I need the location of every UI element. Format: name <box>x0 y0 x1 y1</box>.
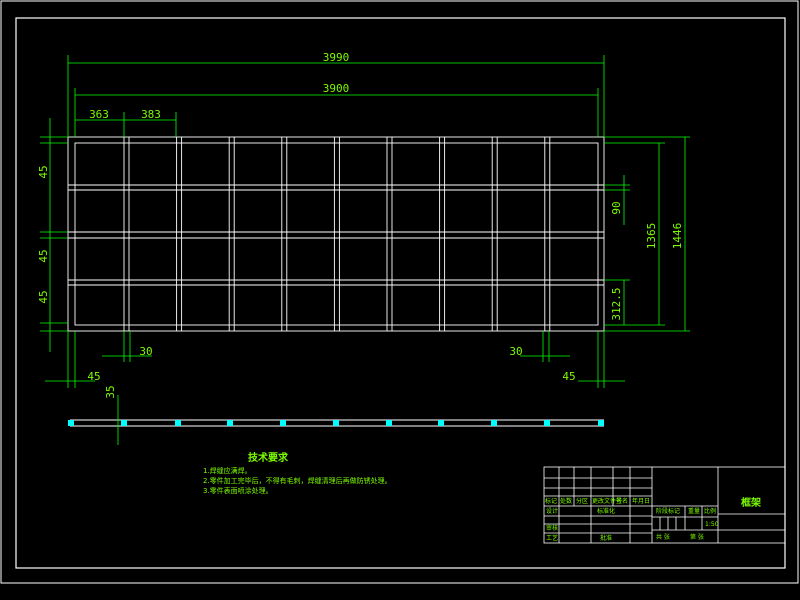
side-view-node-3 <box>227 420 233 426</box>
tb-process: 工艺 <box>546 534 558 542</box>
dim-bottom-45-left: 45 <box>87 370 100 383</box>
dim-left-top: 45 <box>37 165 50 178</box>
tb-scale: 1:50 <box>705 521 719 528</box>
side-view-node-9 <box>544 420 550 426</box>
tb-review: 审核 <box>546 524 558 532</box>
tb-sign: 签名 <box>616 497 628 505</box>
side-view-node-6 <box>386 420 392 426</box>
tb-weight: 重量 <box>688 507 700 515</box>
tb-approve: 批准 <box>600 534 612 542</box>
notes-line-3: 3.零件表面喷涂处理。 <box>203 486 273 495</box>
dim-bottom-30-right: 30 <box>509 345 522 358</box>
dim-left-low: 45 <box>37 290 50 303</box>
side-view-node-5 <box>333 420 339 426</box>
tb-date: 年月日 <box>632 497 650 505</box>
dim-right-1446: 1446 <box>671 223 684 250</box>
dim-right-312: 312.5 <box>610 287 623 320</box>
side-view-bar <box>68 419 604 427</box>
drawing-frame <box>15 17 786 569</box>
tb-mark: 标记 <box>545 497 557 505</box>
side-view-node-8 <box>491 420 497 426</box>
tb-ratio: 比例 <box>704 507 716 515</box>
dim-overall-width: 3990 <box>323 51 350 64</box>
tb-change-doc: 更改文件号 <box>592 497 622 505</box>
vertical-bars <box>123 137 551 331</box>
tb-design: 设计 <box>546 507 558 515</box>
tb-count: 处数 <box>560 497 572 505</box>
dim-right-90: 90 <box>610 201 623 214</box>
title-block <box>543 466 786 544</box>
dim-right-1365: 1365 <box>645 223 658 250</box>
dim-bottom-45-right: 45 <box>562 370 575 383</box>
dim-inner-width: 3900 <box>323 82 350 95</box>
side-view-node-7 <box>438 420 444 426</box>
tb-part-name: 框架 <box>741 496 761 509</box>
dim-bottom-35: 35 <box>104 385 117 398</box>
horizontal-bars <box>68 184 604 286</box>
tb-standard: 标准化 <box>597 507 615 515</box>
panel-outline <box>67 136 605 332</box>
side-view-node-4 <box>280 420 286 426</box>
side-view-node-10 <box>598 420 604 426</box>
side-view-node-0 <box>68 420 74 426</box>
sheet-border <box>0 0 799 584</box>
dim-left-mid: 45 <box>37 249 50 262</box>
side-view-node-1 <box>121 420 127 426</box>
tb-zone: 分区 <box>576 497 588 505</box>
dim-bottom-30-left: 30 <box>139 345 152 358</box>
side-view-node-2 <box>175 420 181 426</box>
panel-inner-outline <box>74 142 599 326</box>
dim-bay-left: 363 <box>89 108 109 121</box>
frame-grid <box>67 136 605 332</box>
tb-sheet-no: 第 张 <box>690 533 704 541</box>
dim-bay-next: 383 <box>141 108 161 121</box>
notes-line-2: 2.零件加工完毕后，不得有毛刺，焊缝清理后再做防锈处理。 <box>203 476 392 485</box>
tb-stage: 阶段标记 <box>656 507 680 515</box>
title-block-text: 标记 处数 分区 更改文件号 签名 年月日 设计 标准化 审核 工艺 批准 阶段… <box>545 496 761 542</box>
notes-line-1: 1.焊缝应满焊。 <box>203 466 252 475</box>
tb-sheets: 共 张 <box>656 533 670 541</box>
notes-heading: 技术要求 <box>248 451 289 464</box>
side-view-nodes <box>68 420 604 426</box>
dimension-lines <box>40 55 690 445</box>
